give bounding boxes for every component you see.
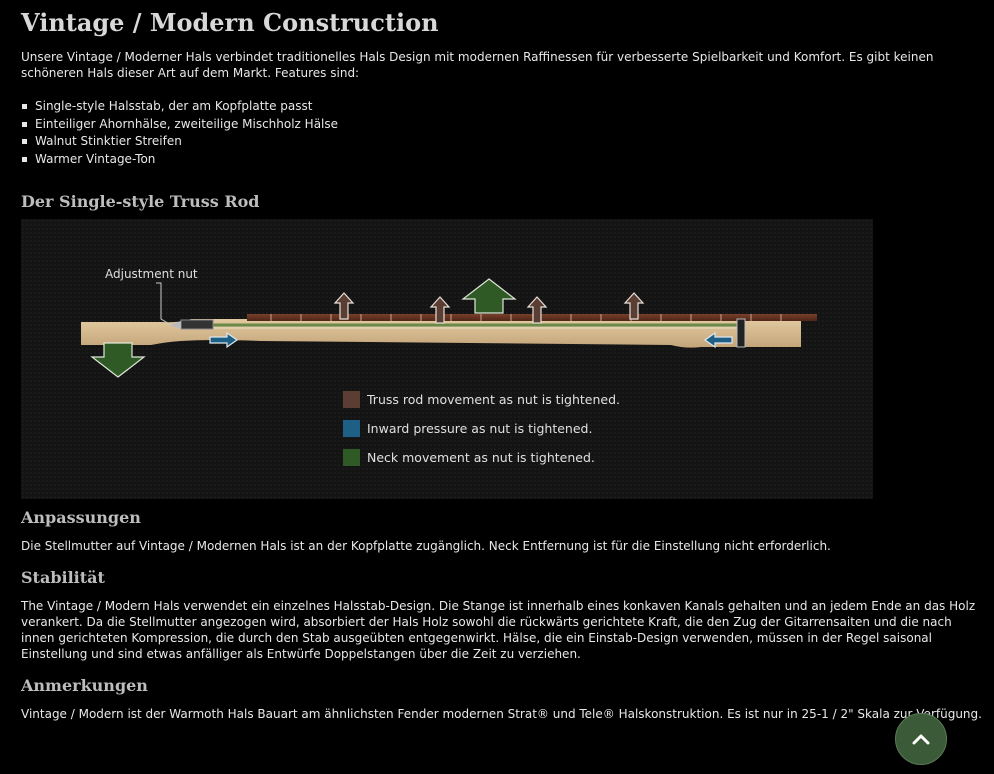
intro-text: Unsere Vintage / Moderner Hals verbindet… — [21, 50, 934, 80]
rod-anchor — [736, 318, 746, 348]
legend-swatch-blue — [343, 420, 360, 437]
feature-item: Walnut Stinktier Streifen — [21, 133, 981, 151]
scroll-to-top-button[interactable] — [895, 713, 947, 765]
anpassungen-text: Die Stellmutter auf Vintage / Modernen H… — [21, 539, 831, 553]
feature-item: Warmer Vintage-Ton — [21, 151, 981, 169]
truss-rod-heading: Der Single-style Truss Rod — [21, 192, 260, 211]
chevron-up-icon — [912, 734, 930, 745]
feature-list: Single-style Halsstab, der am Kopfplatte… — [21, 98, 981, 168]
truss-rod-arrows — [333, 292, 645, 324]
truss-rod-illustration: Adjustment nut Truss rod movem — [81, 267, 817, 466]
anpassungen-heading: Anpassungen — [21, 508, 141, 527]
truss-rod-diagram: Adjustment nut Truss rod movem — [21, 219, 873, 499]
anmerkungen-heading: Anmerkungen — [21, 676, 148, 695]
feature-item: Einteiliger Ahornhälse, zweiteilige Misc… — [21, 116, 981, 134]
page-title: Vintage / Modern Construction — [21, 8, 439, 37]
fretboard — [247, 314, 817, 321]
adjustment-nut-label: Adjustment nut — [105, 267, 198, 281]
page-content: Vintage / Modern Construction Unsere Vin… — [21, 0, 982, 722]
inward-pressure-arrows — [209, 331, 733, 349]
stabilitaet-text: The Vintage / Modern Hals verwendet ein … — [21, 599, 976, 661]
legend-swatch-brown — [343, 391, 360, 408]
anmerkungen-text: Vintage / Modern ist der Warmoth Hals Ba… — [21, 707, 982, 721]
legend-label: Neck movement as nut is tightened. — [367, 450, 595, 465]
neck-movement-arrows — [90, 278, 517, 378]
stabilitaet-heading: Stabilität — [21, 568, 105, 587]
legend-swatch-green — [343, 449, 360, 466]
feature-item: Single-style Halsstab, der am Kopfplatte… — [21, 98, 981, 116]
diagram-legend: Truss rod movement as nut is tightened. … — [343, 391, 620, 466]
legend-label: Inward pressure as nut is tightened. — [367, 421, 592, 436]
adjustment-nut — [180, 319, 214, 330]
legend-label: Truss rod movement as nut is tightened. — [366, 392, 620, 407]
